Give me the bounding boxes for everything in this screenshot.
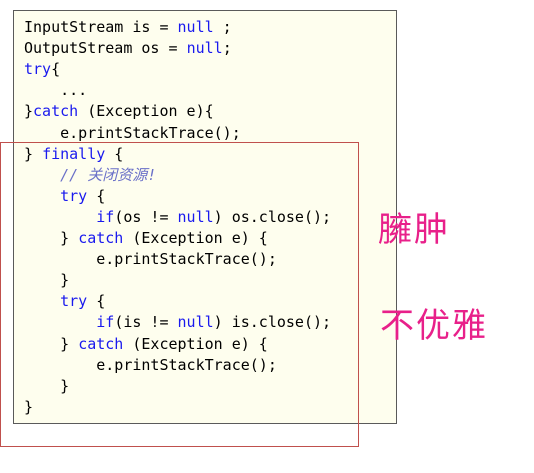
code-keyword: if [96,207,115,226]
annotation-bloated: 臃肿 [378,210,450,250]
code-line: OutputStream os = null; [24,38,232,59]
code-line: // 关闭资源! [24,165,156,186]
finally-highlight-box [0,142,359,447]
code-line: try { [24,186,105,207]
code-line: InputStream is = null ; [24,17,232,38]
code-text: e.printStackTrace(); [24,123,241,142]
code-keyword: if [96,313,115,332]
code-text: ... [24,81,88,100]
code-line: e.printStackTrace(); [24,123,241,144]
code-text: InputStream is = [24,18,178,36]
code-text: } [24,397,34,416]
code-line: if(is != null) is.close(); [24,312,331,333]
code-line: }catch (Exception e){ [24,101,214,122]
code-panel: InputStream is = null ;OutputStream os =… [13,10,397,424]
code-text: } [24,229,79,247]
code-keyword: catch [33,102,79,121]
code-text: (os != [114,207,178,226]
code-text: ) is.close(); [213,313,332,332]
code-line: } [24,376,69,397]
code-line: try { [24,291,105,312]
annotation-inelegant: 不优雅 [380,306,488,346]
code-text: { [51,60,61,79]
code-text: e.printStackTrace(); [24,250,277,269]
code-keyword: null [177,207,214,226]
code-keyword: null [186,39,223,58]
code-line: } finally { [24,144,123,165]
code-text: { [105,144,124,163]
code-text: { [87,186,106,205]
code-keyword: catch [78,229,124,247]
code-text: (Exception e) { [123,229,268,247]
code-line: if(os != null) os.close(); [24,207,331,228]
code-text: e.printStackTrace(); [24,355,277,374]
code-text: ; [213,18,232,36]
code-keyword: catch [78,334,124,353]
code-text: { [87,292,106,311]
code-keyword: try [24,60,52,79]
code-line: } catch (Exception e) { [24,228,268,249]
code-text: } [24,376,70,395]
code-line: try{ [24,59,60,80]
code-text: (Exception e) { [123,334,268,353]
code-line: } catch (Exception e) { [24,334,268,355]
code-text: ; [222,39,232,58]
code-line: ... [24,80,87,101]
code-text: (Exception e){ [78,102,214,121]
code-keyword: try [60,292,88,311]
code-keyword: null [177,313,214,332]
code-line: } [24,270,69,291]
code-keyword: try [60,186,88,205]
code-line: e.printStackTrace(); [24,355,277,376]
code-text: } [24,102,34,121]
code-keyword: finally [42,144,106,163]
code-text: } [24,334,79,353]
code-text: (is != [114,313,178,332]
code-line: } [24,397,33,418]
code-text: ) os.close(); [213,207,332,226]
code-comment: // 关闭资源! [60,165,157,184]
code-line: e.printStackTrace(); [24,249,277,270]
code-text: } [24,144,43,163]
code-text: } [24,271,70,290]
code-text: OutputStream os = [24,39,187,58]
code-keyword: null [177,18,214,36]
